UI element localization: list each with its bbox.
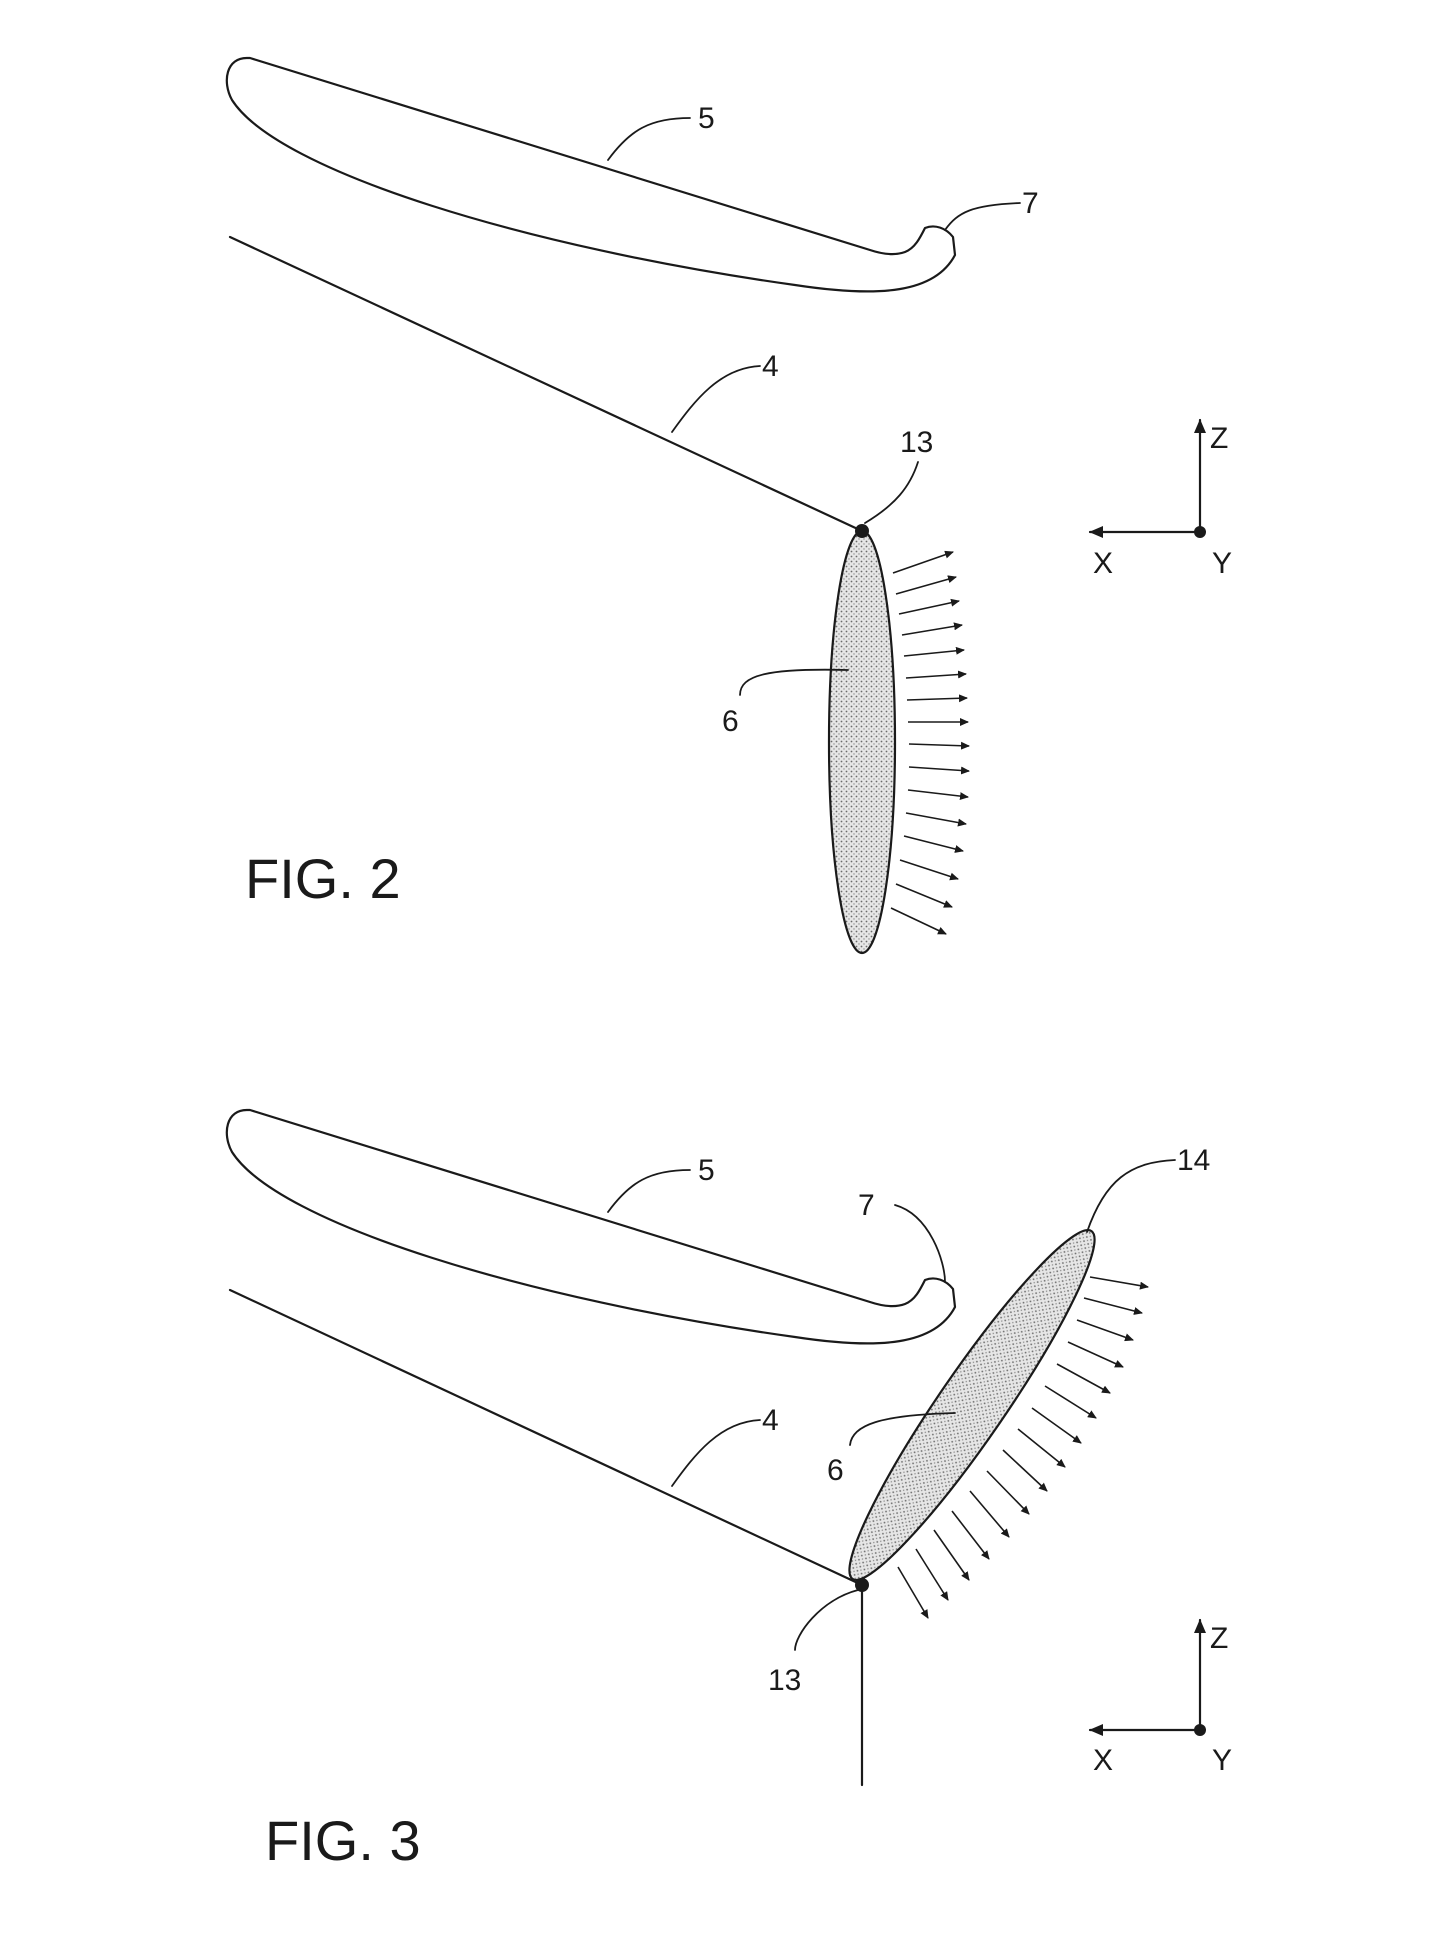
flow-arrows: [897, 1276, 1149, 1619]
line-4: [228, 235, 864, 533]
figure-caption: FIG. 3: [265, 1809, 421, 1872]
label-7: 7: [1022, 187, 1039, 220]
axis-triad: Z X Y: [1088, 418, 1232, 580]
figure-2: 5 7 4 13 6 Z X Y FIG. 2: [225, 56, 1232, 955]
axis-z-label: Z: [1210, 1622, 1228, 1655]
wing-outline: [225, 56, 957, 293]
leader-7: [894, 1204, 946, 1283]
hinge-point: [855, 524, 869, 538]
label-4: 4: [762, 1404, 779, 1437]
label-7: 7: [858, 1189, 875, 1222]
flap-6: [827, 529, 897, 955]
axis-x-label: X: [1093, 1744, 1113, 1777]
label-4: 4: [762, 350, 779, 383]
flow-arrows: [890, 550, 970, 935]
label-6: 6: [827, 1454, 844, 1487]
wing-outline: [225, 1108, 957, 1345]
leader-6: [849, 1412, 956, 1446]
figure-caption: FIG. 2: [245, 847, 401, 910]
leader-7: [944, 202, 1021, 231]
label-13: 13: [900, 426, 933, 459]
leader-13: [864, 461, 919, 524]
leader-5: [607, 117, 691, 161]
leader-13: [794, 1589, 859, 1651]
label-6: 6: [722, 705, 739, 738]
axis-y-label: Y: [1212, 547, 1232, 580]
line-4: [228, 1288, 864, 1587]
label-13: 13: [768, 1664, 801, 1697]
hinge-point: [855, 1578, 869, 1592]
leader-14: [1086, 1159, 1176, 1233]
label-5: 5: [698, 102, 715, 135]
axis-x-label: X: [1093, 547, 1113, 580]
axis-y-label: Y: [1212, 1744, 1232, 1777]
label-5: 5: [698, 1154, 715, 1187]
axis-z-label: Z: [1210, 422, 1228, 455]
leader-4: [671, 365, 761, 433]
figure-3: 5 7 4 14 6 13 Z X Y FIG. 3: [225, 1108, 1232, 1872]
axis-triad: Z X Y: [1088, 1618, 1232, 1777]
leader-6: [739, 668, 849, 696]
label-14: 14: [1177, 1144, 1210, 1177]
flap-6: [848, 1229, 1096, 1581]
leader-5: [607, 1169, 691, 1213]
leader-4: [671, 1419, 761, 1487]
